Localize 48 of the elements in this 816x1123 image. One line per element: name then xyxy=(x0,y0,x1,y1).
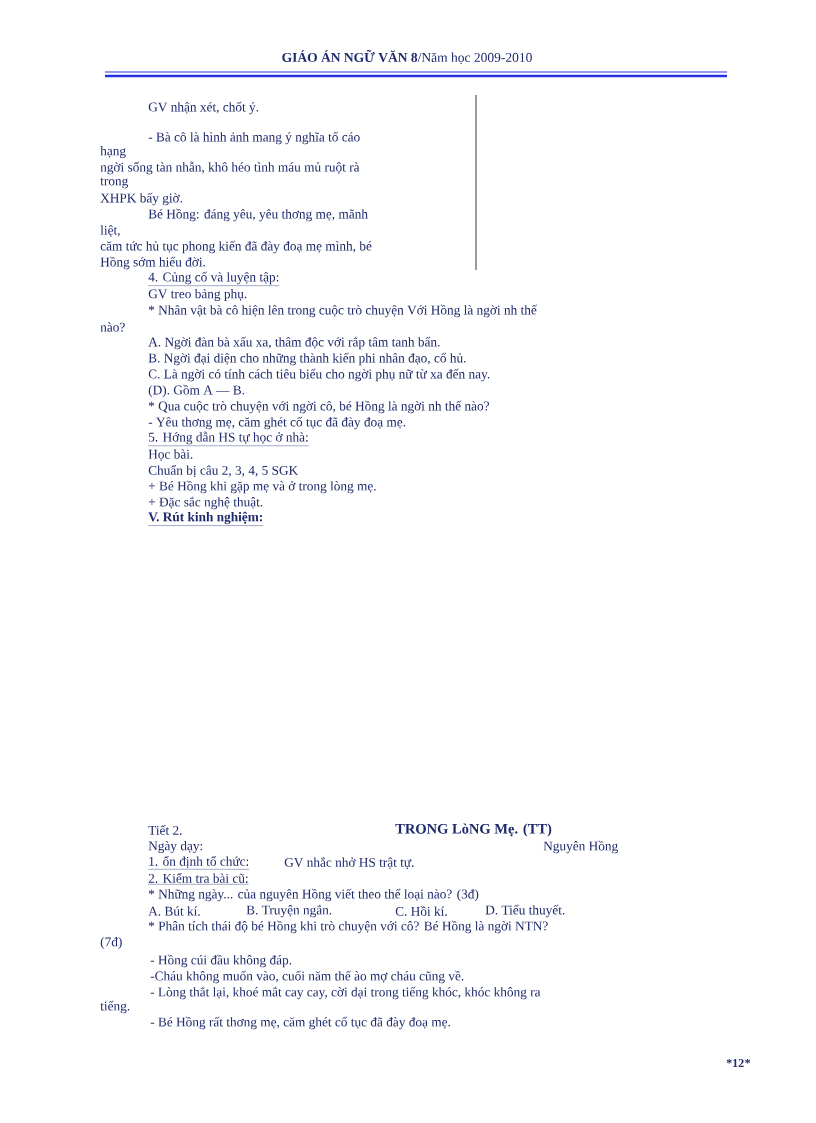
section-heading: 4. Củng cố và luyện tập: xyxy=(148,271,280,286)
text-line: (7đ) xyxy=(100,936,122,949)
text-line: C. Là ngời có tính cách tiêu biểu cho ngời phụ nữ từ xa đến nay. xyxy=(148,368,490,382)
page-number: *12 xyxy=(726,1059,744,1067)
text-line: (D). Gồm A — B. xyxy=(148,384,245,398)
text-line: * Nhân vật bà cô hiện lên trong cuộc trò chuyện Với Hồng là ngời nh thế xyxy=(148,304,538,318)
text-line: - Hồng cúi đầu không đáp. xyxy=(150,954,292,968)
page-header: GIÁO ÁN NGỮ VĂN 8/Năm học 2009-2010 xyxy=(282,49,532,65)
text-line: GV nhắc nhở HS trật tự. xyxy=(284,857,414,869)
text-line: A. Bút kí. xyxy=(148,906,200,916)
text-line: Hồng sớm hiểu đời. xyxy=(100,256,205,270)
text-line: Học bài. xyxy=(148,449,193,461)
section-heading: V. Rút kinh nghiệm: xyxy=(148,511,264,526)
text-line: Bé Hồng: đáng yêu, yêu thơng mẹ, mãnh xyxy=(148,208,368,222)
text-line: hạng xyxy=(100,145,126,159)
text-line: Ngày dạy: xyxy=(148,840,203,854)
text-line: tiếng. xyxy=(100,1000,130,1014)
section-heading: 5. Hớng dẫn HS tự học ở nhà: xyxy=(148,431,309,446)
text-line: * Những ngày... của nguyên Hồng viết theo thể loại nào? (3đ) xyxy=(148,888,479,902)
text-line: XHPK bấy giờ. xyxy=(100,192,183,206)
text-line: + Bé Hồng khi gặp mẹ và ở trong lòng mẹ. xyxy=(148,480,376,494)
text-line: + Đặc sắc nghệ thuật. xyxy=(148,496,263,510)
lesson-title: TRONG LòNG Mẹ. (TT) xyxy=(395,823,552,837)
text-line: GV nhận xét, chốt ý. xyxy=(148,101,259,115)
text-line: Nguyên Hồng xyxy=(543,840,618,854)
text-line: liệt, xyxy=(100,225,120,237)
section-heading: 2. Kiểm tra bài cũ: xyxy=(148,873,249,885)
text-line: ngời sống tàn nhẫn, khô héo tình máu mủ ruột rà xyxy=(100,161,360,175)
text-line: C. Hồi kí. xyxy=(395,906,447,916)
text-line: GV treo bảng phụ. xyxy=(148,288,247,302)
page-number: * xyxy=(745,1059,751,1064)
text-line: * Phân tích thái độ bé Hồng khi trò chuyện với cô? Bé Hồng là ngời NTN? xyxy=(148,920,548,934)
text-line: - Lòng thắt lại, khoé mắt cay cay, cời dại trong tiếng khóc, khóc không ra xyxy=(150,986,541,1000)
text-line: B. Truyện ngắn. xyxy=(246,904,332,918)
text-line: căm tức hủ tục phong kiến đã đày đoạ mẹ mình, bé xyxy=(100,240,372,254)
text-line: Tiết 2. xyxy=(148,825,182,835)
text-line: Chuẩn bị câu 2, 3, 4, 5 SGK xyxy=(148,465,299,477)
text-line: - Bà cô là hình ảnh mang ý nghĩa tố cáo xyxy=(148,131,360,145)
text-line: -Cháu không muốn vào, cuối năm thế ào mợ cháu cũng về. xyxy=(150,970,464,984)
section-heading: 1. ổn định tổ chức: xyxy=(148,856,250,870)
text-line: - Yêu thơng mẹ, căm ghét cổ tục đã đày đoạ mẹ. xyxy=(148,416,406,430)
text-line: trong xyxy=(100,177,128,189)
text-line: - Bé Hồng rất thơng mẹ, căm ghét cổ tục đã đày đoạ mẹ. xyxy=(150,1016,450,1030)
text-line: A. Ngời đàn bà xấu xa, thâm độc với rắp tâm tanh bẩn. xyxy=(148,336,440,350)
text-line: * Qua cuộc trò chuyện với ngời cô, bé Hồng là ngời nh thế nào? xyxy=(148,400,489,414)
text-line: B. Ngời đại diện cho những thành kiến phi nhân đạo, cổ hủ. xyxy=(148,352,466,366)
text-line: D. Tiểu thuyết. xyxy=(485,904,565,918)
text-line: nào? xyxy=(100,322,125,332)
